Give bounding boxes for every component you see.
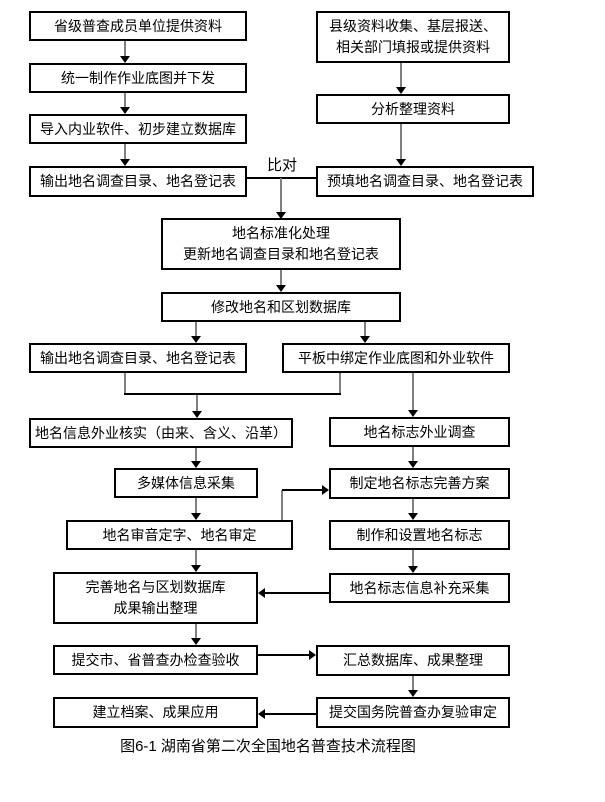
arrow-multimedia-to-review-head — [191, 513, 201, 520]
arrow-supplement-to-improve — [265, 592, 329, 594]
arrow-compare-to-standardization — [280, 178, 282, 212]
arrow-improve-to-submit-city-head — [191, 638, 201, 645]
node-modify-database: 修改地名和区划数据库 — [161, 292, 401, 322]
arrow-modify-to-output-mid — [195, 322, 197, 336]
node-submit-state-council: 提交国务院普查办复验审定 — [316, 697, 510, 728]
arrow-provincial-to-basemap-head — [120, 56, 130, 63]
arrow-supplement-to-improve-head — [258, 588, 265, 598]
arrow-multimedia-to-review — [195, 498, 197, 513]
arrow-county-to-analyze — [400, 63, 402, 87]
node-tablet-binding: 平板中绑定作业底图和外业软件 — [282, 343, 510, 373]
arrow-import-to-output — [124, 144, 126, 159]
arrow-improve-to-submit-city — [195, 624, 197, 638]
node-unified-base-map: 统一制作作业底图并下发 — [29, 63, 247, 93]
arrow-submit-city-to-summary-head — [309, 650, 316, 660]
arrow-review-to-plan-head — [322, 485, 329, 495]
node-standardization: 地名标准化处理 更新地名调查目录和地名登记表 — [161, 218, 401, 270]
arrow-import-to-output-head — [120, 159, 130, 166]
arrow-survey-to-plan-head — [408, 461, 418, 468]
arrow-join-to-verification-head — [192, 411, 202, 418]
line-output-mid-down — [124, 373, 126, 395]
node-summary-database: 汇总数据库、成果整理 — [316, 645, 510, 676]
arrow-analyze-to-prefill-head — [396, 159, 406, 166]
arrow-modify-to-output-mid-head — [191, 336, 201, 343]
node-analyze-materials: 分析整理资料 — [316, 94, 510, 124]
node-name-review: 地名审音定字、地名审定 — [66, 520, 293, 550]
arrow-standardization-to-modify-head — [276, 285, 286, 292]
arrow-county-to-analyze-head — [396, 87, 406, 94]
node-sign-plan: 制定地名标志完善方案 — [329, 468, 510, 499]
arrow-summary-to-state-council — [412, 676, 414, 690]
arrow-provincial-to-basemap — [124, 41, 126, 56]
node-output-catalog-top: 输出地名调查目录、地名登记表 — [29, 166, 247, 197]
arrow-review-to-improve — [195, 550, 197, 565]
compare-edge-label: 比对 — [266, 157, 297, 174]
node-provincial-materials: 省级普查成员单位提供资料 — [29, 11, 247, 41]
arrow-join-to-verification — [196, 395, 198, 411]
line-join-horizontal — [124, 393, 341, 395]
arrow-submit-city-to-summary — [258, 654, 309, 656]
arrow-verification-to-multimedia-head — [191, 461, 201, 468]
line-review-up — [281, 490, 283, 520]
node-archive: 建立档案、成果应用 — [53, 697, 258, 728]
arrow-basemap-to-import-head — [120, 107, 130, 114]
node-submit-city-province: 提交市、省普查办检查验收 — [53, 645, 258, 675]
node-field-verification: 地名信息外业核实（由来、含义、沿革） — [29, 418, 293, 448]
arrow-basemap-to-import — [124, 93, 126, 107]
node-output-catalog-mid: 输出地名调查目录、地名登记表 — [29, 343, 247, 373]
arrow-state-council-to-archive-head — [258, 709, 265, 719]
arrow-modify-to-tablet — [364, 322, 366, 336]
arrow-modify-to-tablet-head — [360, 336, 370, 343]
arrow-standardization-to-modify — [280, 270, 282, 285]
arrow-review-to-plan — [282, 489, 322, 491]
arrow-tablet-to-sign-survey — [412, 373, 414, 410]
arrow-tablet-to-sign-survey-head — [408, 410, 418, 417]
node-sign-setup: 制作和设置地名标志 — [329, 520, 510, 550]
arrow-survey-to-plan — [412, 447, 414, 461]
node-multimedia-collection: 多媒体信息采集 — [114, 468, 258, 498]
node-import-software: 导入内业软件、初步建立数据库 — [29, 114, 247, 144]
arrow-setup-to-supplement-head — [408, 566, 418, 573]
node-improve-database: 完善地名与区划数据库 成果输出整理 — [53, 572, 258, 624]
arrow-setup-to-supplement — [412, 550, 414, 566]
arrow-plan-to-setup — [412, 499, 414, 513]
node-sign-survey: 地名标志外业调查 — [329, 417, 510, 447]
line-tablet-down — [339, 373, 341, 395]
arrow-plan-to-setup-head — [408, 513, 418, 520]
node-county-materials: 县级资料收集、基层报送、 相关部门填报或提供资料 — [316, 11, 510, 63]
node-prefill-catalog: 预填地名调查目录、地名登记表 — [316, 166, 534, 197]
arrow-summary-to-state-council-head — [408, 690, 418, 697]
arrow-state-council-to-archive — [265, 713, 316, 715]
arrow-compare-to-standardization-head — [276, 212, 286, 219]
node-sign-supplement: 地名标志信息补充采集 — [329, 573, 510, 603]
figure-caption: 图6-1 湖南省第二次全国地名普查技术流程图 — [120, 738, 416, 755]
arrow-analyze-to-prefill — [400, 124, 402, 159]
arrow-review-to-improve-head — [191, 565, 201, 572]
arrow-verification-to-multimedia — [195, 448, 197, 461]
